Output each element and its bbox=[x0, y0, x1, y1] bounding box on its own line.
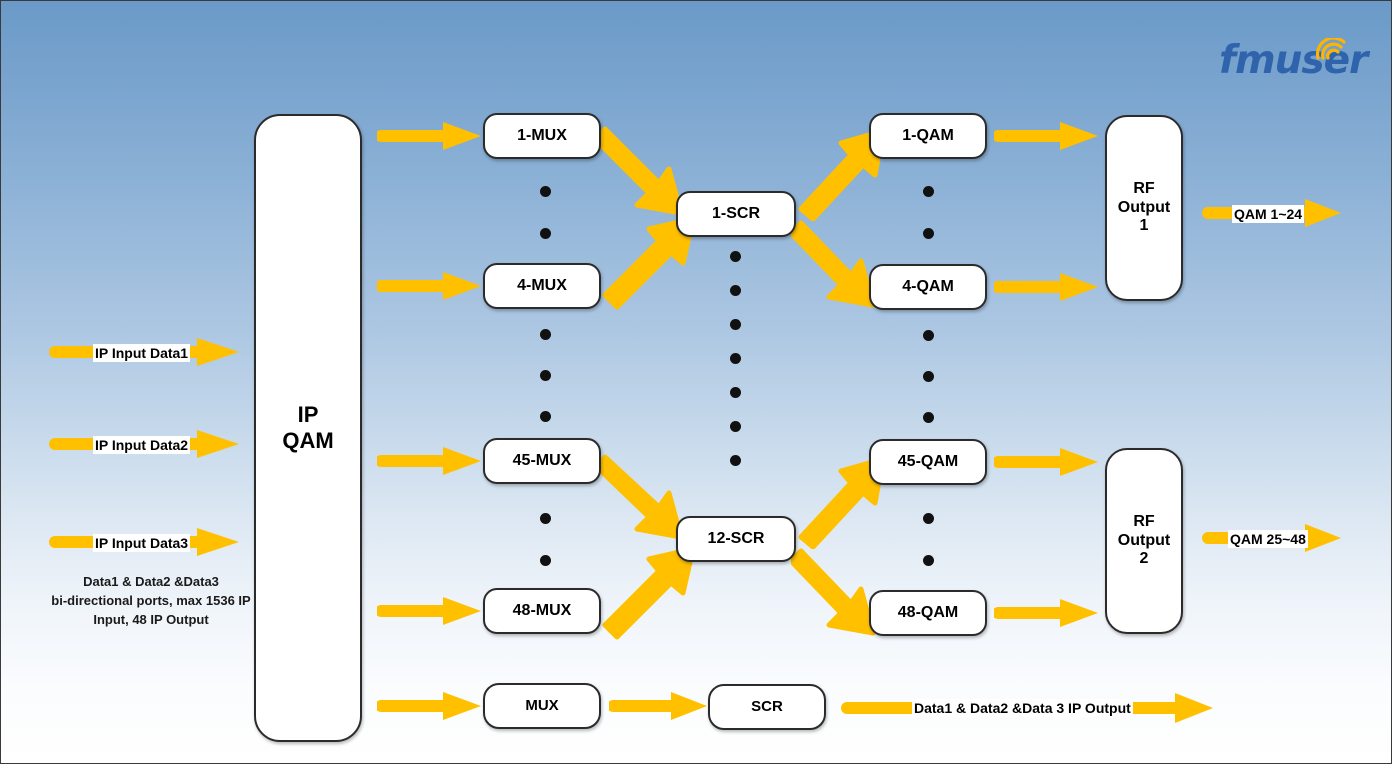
mux-node-4[interactable]: 4-MUX bbox=[483, 263, 601, 309]
ellipsis-dot bbox=[730, 251, 741, 262]
input-caption-line-1: Data1 & Data2 &Data3 bbox=[83, 574, 219, 589]
ellipsis-dot bbox=[923, 186, 934, 197]
mux-node-45-label: 45-MUX bbox=[512, 451, 572, 469]
bottom-mux-label: MUX bbox=[525, 697, 559, 715]
qam-node-1[interactable]: 1-QAM bbox=[869, 113, 987, 159]
ellipsis-dot bbox=[730, 387, 741, 398]
bottom-mux-to-scr-arrow bbox=[609, 692, 707, 720]
rf-output-2-block[interactable]: RF Output 2 bbox=[1105, 448, 1183, 634]
ellipsis-dot bbox=[540, 411, 551, 422]
scr-ellipsis bbox=[730, 251, 741, 466]
rf-output-1-line-1: RF bbox=[1133, 179, 1155, 197]
bottom-mux-node[interactable]: MUX bbox=[483, 683, 601, 729]
bottom-scr-label: SCR bbox=[751, 698, 783, 716]
ip-qam-core-block[interactable]: IP QAM bbox=[254, 114, 362, 742]
qam-node-45[interactable]: 45-QAM bbox=[869, 439, 987, 485]
qam48-to-rf2-arrow bbox=[994, 599, 1098, 627]
ip-input-3-label: IP Input Data3 bbox=[93, 534, 191, 553]
ip-input-2-label: IP Input Data2 bbox=[93, 436, 191, 455]
mux-ellipsis-1 bbox=[540, 186, 551, 239]
qam4-to-rf1-arrow bbox=[994, 273, 1098, 301]
rf-output-1-block[interactable]: RF Output 1 bbox=[1105, 115, 1183, 301]
qam-node-48[interactable]: 48-QAM bbox=[869, 590, 987, 636]
fmuser-logo: fmuser bbox=[1219, 38, 1368, 83]
qam-node-45-label: 45-QAM bbox=[897, 452, 959, 470]
ip-qam-label-line-2: QAM bbox=[282, 428, 334, 453]
mux4-to-scr1-arrow bbox=[602, 216, 696, 310]
wifi-arcs-icon bbox=[1316, 38, 1346, 60]
input-caption: Data1 & Data2 &Data3 bi-directional port… bbox=[41, 573, 261, 630]
core-to-mux-48-arrow bbox=[377, 597, 481, 625]
mux-node-1-label: 1-MUX bbox=[517, 126, 567, 144]
fmuser-logo-text: fmuser bbox=[1219, 38, 1368, 83]
ellipsis-dot bbox=[730, 319, 741, 330]
qam-node-1-label: 1-QAM bbox=[902, 126, 954, 144]
input-caption-line-3: Input, 48 IP Output bbox=[93, 611, 209, 627]
ellipsis-dot bbox=[730, 353, 741, 364]
scr-node-12-label: 12-SCR bbox=[707, 529, 765, 547]
mux-node-4-label: 4-MUX bbox=[517, 276, 567, 294]
qam-ellipsis-2 bbox=[923, 330, 934, 423]
ellipsis-dot bbox=[923, 555, 934, 566]
qam-node-4[interactable]: 4-QAM bbox=[869, 264, 987, 310]
mux45-to-scr12-arrow bbox=[597, 454, 684, 540]
qam1-to-rf1-arrow bbox=[994, 122, 1098, 150]
qam45-to-rf2-arrow bbox=[994, 448, 1098, 476]
qam-ellipsis-1 bbox=[923, 186, 934, 239]
mux-node-1[interactable]: 1-MUX bbox=[483, 113, 601, 159]
core-to-mux-1-arrow bbox=[377, 122, 481, 150]
ellipsis-dot bbox=[923, 371, 934, 382]
ip-input-1-label: IP Input Data1 bbox=[93, 344, 191, 363]
mux1-to-scr1-arrow bbox=[597, 126, 684, 216]
rf-output-1-line-2: Output bbox=[1117, 198, 1171, 216]
ellipsis-dot bbox=[923, 228, 934, 239]
ellipsis-dot bbox=[923, 412, 934, 423]
qam-node-48-label: 48-QAM bbox=[897, 603, 959, 621]
bottom-scr-node[interactable]: SCR bbox=[708, 684, 826, 730]
scr-node-1-label: 1-SCR bbox=[711, 204, 760, 222]
qam-1-24-output-label: QAM 1~24 bbox=[1232, 205, 1305, 224]
ellipsis-dot bbox=[540, 329, 551, 340]
ip-qam-label-line-1: IP bbox=[297, 402, 319, 428]
mux-ellipsis-2 bbox=[540, 329, 551, 422]
mux48-to-scr12-arrow bbox=[602, 546, 696, 640]
scr1-to-qam4-arrow bbox=[791, 220, 876, 308]
mux-node-48-label: 48-MUX bbox=[512, 601, 572, 619]
scr12-to-qam48-arrow bbox=[791, 548, 876, 636]
rf-output-1-line-3: 1 bbox=[1139, 217, 1149, 235]
ellipsis-dot bbox=[540, 513, 551, 524]
rf-output-2-line-2: Output bbox=[1117, 531, 1171, 549]
core-to-mux-4-arrow bbox=[377, 272, 481, 300]
ellipsis-dot bbox=[540, 370, 551, 381]
scr-node-12[interactable]: 12-SCR bbox=[676, 516, 796, 562]
ellipsis-dot bbox=[540, 555, 551, 566]
ellipsis-dot bbox=[923, 330, 934, 341]
input-caption-line-2: bi-directional ports, max 1536 IP bbox=[51, 592, 251, 608]
qam-node-4-label: 4-QAM bbox=[902, 277, 954, 295]
qam-25-48-output-label: QAM 25~48 bbox=[1228, 530, 1308, 549]
ellipsis-dot bbox=[923, 513, 934, 524]
ellipsis-dot bbox=[730, 421, 741, 432]
ellipsis-dot bbox=[540, 186, 551, 197]
core-to-mux-45-arrow bbox=[377, 447, 481, 475]
rf-output-2-line-1: RF bbox=[1133, 512, 1155, 530]
mux-ellipsis-3 bbox=[540, 513, 551, 566]
bottom-ip-output-label: Data1 & Data2 &Data 3 IP Output bbox=[912, 699, 1133, 718]
ellipsis-dot bbox=[540, 228, 551, 239]
mux-node-48[interactable]: 48-MUX bbox=[483, 588, 601, 634]
ellipsis-dot bbox=[730, 455, 741, 466]
qam-ellipsis-3 bbox=[923, 513, 934, 566]
rf-output-2-line-3: 2 bbox=[1139, 550, 1149, 568]
mux-node-45[interactable]: 45-MUX bbox=[483, 438, 601, 484]
core-to-bottom-mux-arrow bbox=[377, 692, 481, 720]
scr-node-1[interactable]: 1-SCR bbox=[676, 191, 796, 237]
ellipsis-dot bbox=[730, 285, 741, 296]
